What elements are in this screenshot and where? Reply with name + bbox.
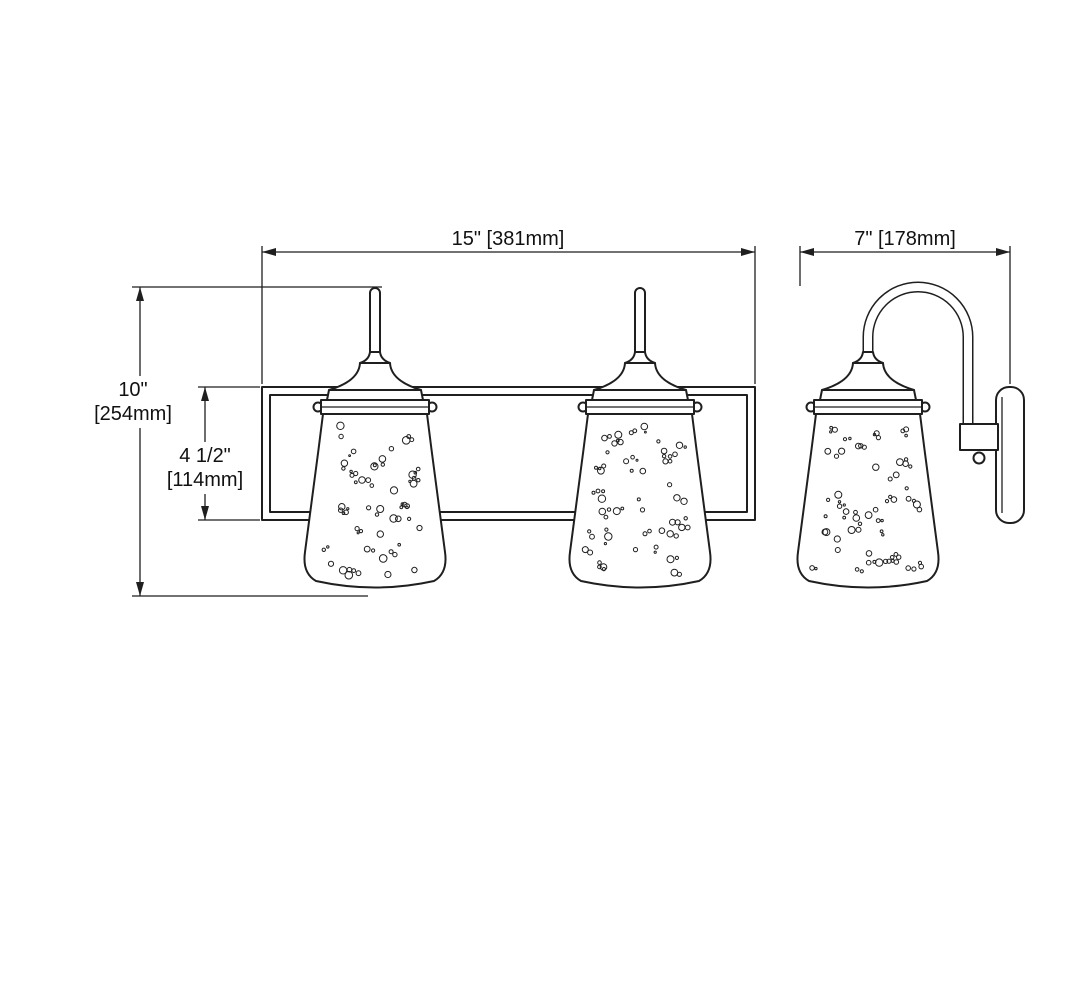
thumb-screw: [972, 451, 986, 465]
backplate-outer: [261, 386, 756, 521]
arrowhead: [262, 248, 276, 256]
backplate-inner: [269, 394, 748, 513]
dimension-side-depth: 7" [178mm]: [799, 228, 1011, 384]
dimension-front-width: 15" [381mm]: [261, 228, 756, 384]
front-width-label: 15" [381mm]: [452, 228, 565, 250]
front-height-label-in: 10": [118, 379, 147, 401]
label-backdrop: [152, 442, 258, 494]
side-depth-label: 7" [178mm]: [854, 228, 956, 250]
seeded-glass-bubbles: [809, 425, 925, 574]
lamp-stem: [369, 287, 381, 357]
backplate-height-label-in: 4 1/2": [179, 445, 231, 467]
dimension-front-height: 10" [254mm]: [84, 286, 382, 597]
side-lamp: [796, 351, 940, 589]
gooseneck-arm-fill: [864, 283, 972, 432]
arrowhead: [800, 248, 814, 256]
front-lamp-1: [303, 287, 447, 589]
arrowhead: [201, 387, 209, 401]
backplate-height-label-mm: [114mm]: [167, 469, 243, 491]
wall-canopy: [995, 386, 1025, 524]
arrowhead: [741, 248, 755, 256]
arrowhead: [996, 248, 1010, 256]
arm-mount-block: [959, 423, 999, 451]
front-height-label-mm: [254mm]: [94, 403, 172, 425]
lamp-stem: [634, 287, 646, 357]
seeded-glass-bubbles: [321, 421, 423, 580]
front-lamp-2: [568, 287, 712, 589]
arrowhead: [201, 506, 209, 520]
arrowhead: [136, 287, 144, 301]
side-view: [796, 281, 1025, 589]
dimension-backplate-height: 4 1/2" [114mm]: [152, 386, 260, 521]
label-backdrop: [84, 376, 184, 428]
lamp-shade: [796, 351, 940, 589]
seeded-glass-bubbles: [581, 422, 691, 577]
front-view: [261, 287, 756, 589]
arrowhead: [136, 582, 144, 596]
